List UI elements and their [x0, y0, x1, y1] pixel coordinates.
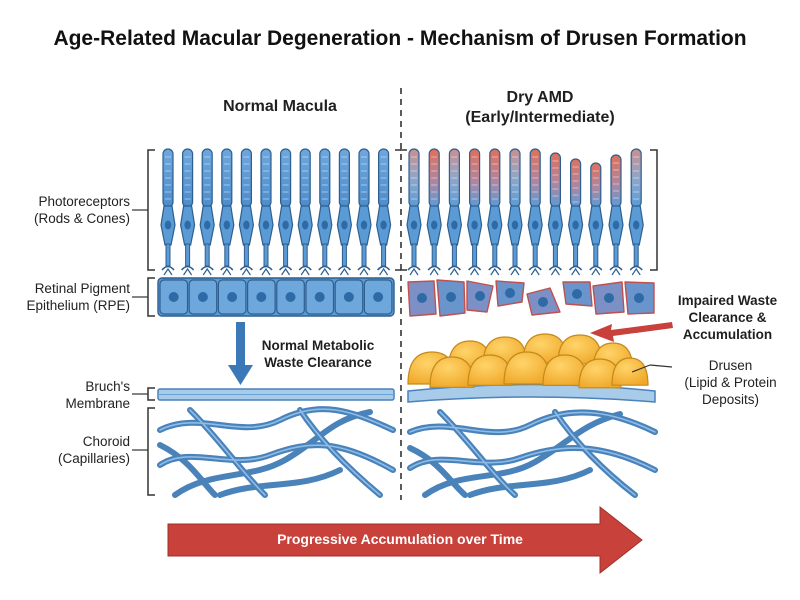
amd-heading-line1: Dry AMD [506, 89, 574, 106]
bruchs-label-line1: Bruch's [85, 379, 130, 394]
normal-rpe-nucleus [343, 292, 354, 302]
normal-rpe-nucleus [197, 292, 208, 302]
amd-photoreceptor [588, 162, 604, 276]
bruchs-bracket [147, 387, 155, 401]
normal-rpe-nucleus [285, 292, 296, 302]
normal-panel-heading: Normal Macula [223, 98, 337, 115]
amd-photoreceptor [426, 148, 442, 276]
normal-rpe-nucleus [256, 292, 267, 302]
amd-rpe-nucleus [505, 288, 515, 298]
impaired-clearance-arrow [590, 322, 673, 342]
impaired-clearance-line2: Clearance & [688, 310, 767, 325]
normal-photoreceptor [375, 148, 392, 276]
amd-rpe-layer [407, 279, 655, 317]
normal-clearance-line1: Normal Metabolic [261, 338, 375, 353]
amd-photoreceptor [547, 152, 564, 276]
amd-photoreceptor [608, 154, 624, 276]
normal-bruchs-membrane [157, 388, 395, 401]
normal-clearance-label: Normal Metabolic Waste Clearance [248, 337, 388, 371]
bruchs-label-line2: Membrane [65, 396, 130, 411]
normal-clearance-line2: Waste Clearance [264, 355, 372, 370]
bruchs-label: Bruch's Membrane [10, 378, 130, 412]
normal-photoreceptor-layer [160, 148, 392, 276]
rpe-label: Retinal Pigment Epithelium (RPE) [10, 280, 130, 314]
choroid-label-line1: Choroid [82, 434, 130, 449]
amd-photoreceptor-layer [406, 148, 644, 276]
rpe-bracket [147, 277, 155, 317]
rpe-label-line2: Epithelium (RPE) [26, 298, 130, 313]
amd-photoreceptor [466, 148, 483, 276]
normal-rpe-layer [157, 277, 395, 317]
normal-rpe-nucleus [168, 292, 179, 302]
normal-photoreceptor [277, 148, 294, 276]
photoreceptors-label: Photoreceptors (Rods & Cones) [10, 193, 130, 227]
normal-photoreceptor [258, 148, 274, 276]
normal-choroid-highlight [159, 408, 394, 496]
normal-photoreceptor [336, 148, 353, 276]
normal-photoreceptor [297, 148, 313, 276]
normal-rpe-nucleus [373, 292, 384, 302]
normal-rpe-nucleus [227, 292, 238, 302]
amd-photoreceptor [406, 148, 422, 276]
drusen-label-line2: (Lipid & Protein [684, 375, 777, 390]
drusen-label-line1: Drusen [708, 358, 753, 373]
amd-rpe-nucleus [634, 293, 644, 303]
amd-photoreceptor [527, 148, 543, 276]
normal-rpe-nucleus [314, 292, 325, 302]
amd-choroid-highlight [409, 411, 656, 496]
drusen-label-line3: Deposits) [701, 392, 760, 407]
amd-rpe-nucleus [538, 297, 548, 307]
amd-photoreceptor [446, 148, 463, 276]
normal-photoreceptor [238, 148, 255, 276]
amd-rpe-nucleus [604, 293, 614, 303]
rpe-label-line1: Retinal Pigment [34, 281, 130, 296]
choroid-label: Choroid (Capillaries) [10, 433, 130, 467]
impaired-clearance-line3: Accumulation [682, 327, 773, 342]
normal-clearance-arrow [228, 322, 253, 385]
amd-photoreceptor [567, 158, 584, 276]
drusen-connector [631, 364, 673, 373]
progress-arrow-shape [167, 505, 643, 575]
choroid-label-line2: (Capillaries) [57, 451, 130, 466]
amd-photoreceptor [507, 148, 523, 276]
amd-rpe-nucleus [475, 291, 485, 301]
amd-heading-line2: (Early/Intermediate) [465, 109, 615, 126]
normal-photoreceptor [179, 148, 196, 276]
normal-photoreceptor [356, 148, 372, 276]
normal-photoreceptor [199, 148, 215, 276]
drusen-label: Drusen (Lipid & Protein Deposits) [668, 357, 793, 408]
impaired-clearance-label: Impaired Waste Clearance & Accumulation [665, 292, 790, 343]
progress-arrow-label: Progressive Accumulation over Time [277, 531, 523, 547]
drusen-deposits [407, 333, 649, 389]
amd-rpe-nucleus [417, 293, 427, 303]
choroid-bracket [147, 407, 155, 496]
normal-photoreceptor [219, 148, 235, 276]
amd-photoreceptor [628, 148, 644, 276]
page-title: Age-Related Macular Degeneration - Mecha… [53, 27, 747, 50]
drusen-blob [611, 357, 649, 386]
impaired-clearance-line1: Impaired Waste [677, 293, 778, 308]
normal-photoreceptor [317, 148, 333, 276]
normal-photoreceptor [160, 148, 176, 276]
amd-panel-heading: Dry AMD (Early/Intermediate) [440, 88, 640, 128]
photoreceptors-label-line1: Photoreceptors [38, 194, 130, 209]
amd-photoreceptor [487, 148, 503, 276]
photoreceptors-label-line2: (Rods & Cones) [33, 211, 130, 226]
amd-rpe-nucleus [572, 289, 582, 299]
amd-rpe-nucleus [446, 292, 456, 302]
